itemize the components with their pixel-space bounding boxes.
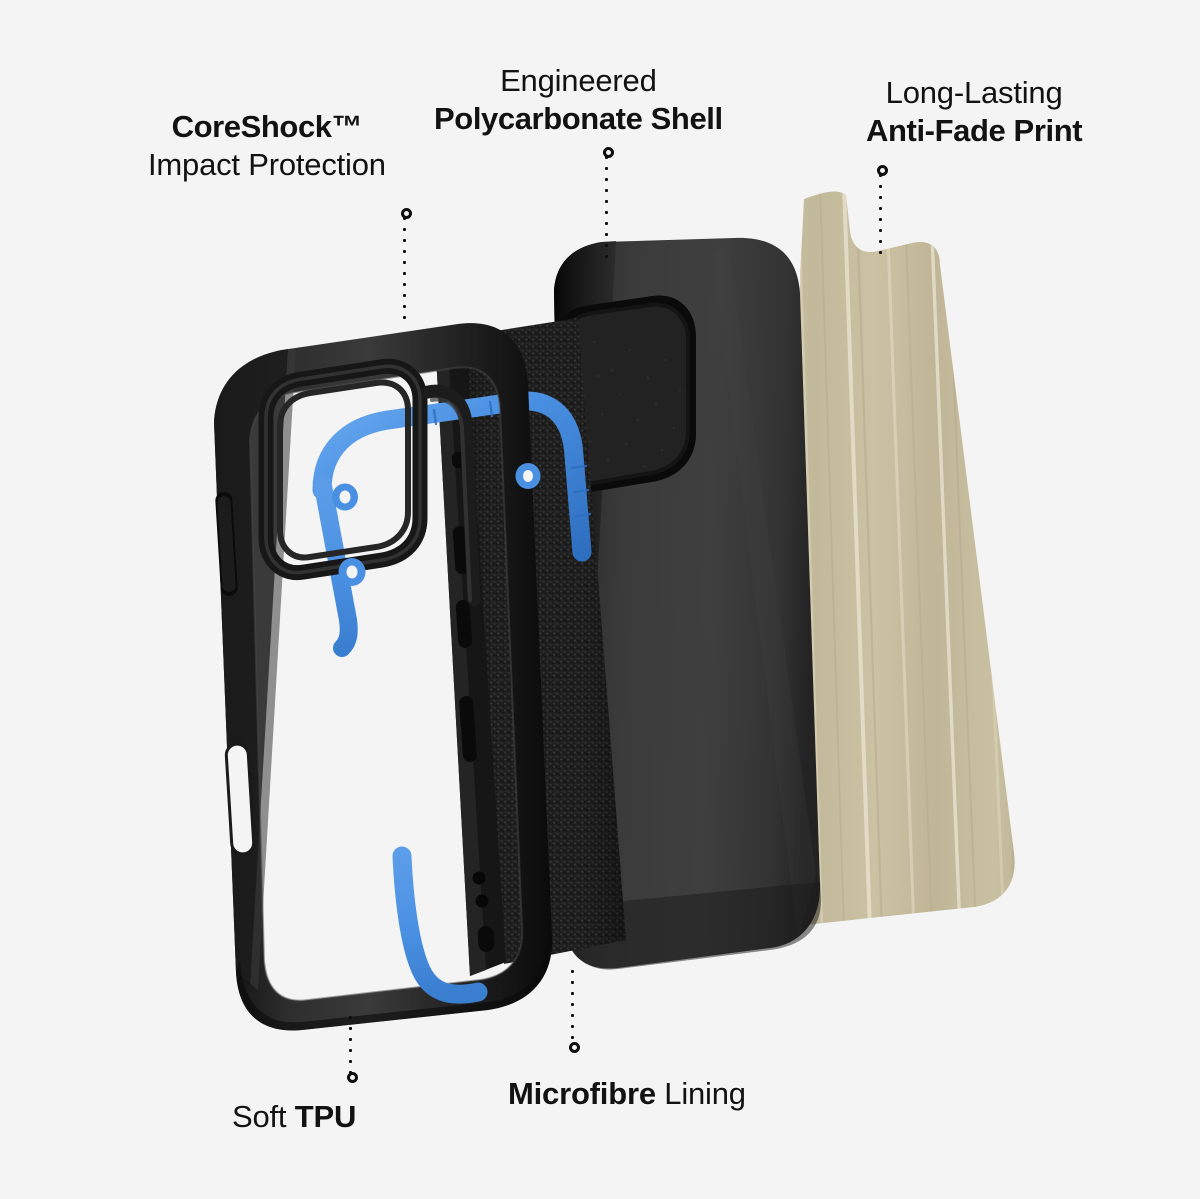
tpu-inner-wall-highlight	[430, 397, 472, 602]
tpu-camera-bezel	[258, 358, 428, 581]
coreshock-blue-rail-top	[312, 391, 592, 562]
callout-antifade-line2: Anti-Fade Print	[866, 112, 1083, 148]
lining-rail-highlight	[436, 350, 486, 976]
leader-endpoint-ring	[569, 1042, 580, 1053]
leader-dots	[879, 170, 882, 262]
callout-polycarbonate: Engineered Polycarbonate Shell	[434, 62, 723, 138]
leader-endpoint-ring	[347, 1072, 358, 1083]
callout-coreshock-line2: Impact Protection	[148, 146, 386, 182]
tpu-bottom-shading	[236, 936, 553, 1031]
leader-line-microfibre	[569, 966, 580, 1053]
callout-microfibre: Microfibre Lining	[508, 1075, 746, 1113]
callout-polycarbonate-line1: Engineered	[500, 63, 657, 98]
callout-antifade-line1: Long-Lasting	[885, 75, 1063, 110]
leader-line-tpu	[347, 1012, 358, 1083]
leader-endpoint-ring	[603, 147, 614, 158]
leader-dots	[349, 1012, 352, 1078]
callout-polycarbonate-line2: Polycarbonate Shell	[434, 100, 723, 136]
leader-line-coreshock	[401, 208, 412, 321]
callout-antifade: Long-Lasting Anti-Fade Print	[866, 74, 1083, 150]
leader-endpoint-ring	[877, 165, 888, 176]
tpu-button-cutouts	[215, 492, 256, 856]
callout-microfibre-bold: Microfibre	[508, 1076, 656, 1111]
callout-coreshock-line1: CoreShock™	[171, 109, 363, 144]
callout-tpu: Soft TPU	[232, 1098, 356, 1136]
leader-line-antifade	[877, 165, 888, 262]
callout-coreshock: CoreShock™ Impact Protection	[148, 108, 386, 184]
callout-microfibre-regular: Lining	[655, 1076, 746, 1111]
tpu-inner-wall	[421, 384, 481, 607]
lining-port-slot	[477, 926, 495, 952]
leader-endpoint-ring	[401, 208, 412, 219]
leader-dots	[605, 152, 608, 262]
lining-speaker-holes	[472, 871, 489, 908]
tpu-frame-layer	[196, 300, 616, 1031]
leader-dots	[571, 966, 574, 1048]
coreshock-blue-arm-left	[314, 477, 358, 657]
leader-line-polycarbonate	[603, 147, 614, 262]
callout-tpu-regular: Soft	[232, 1099, 295, 1134]
coreshock-grommet-rings	[332, 463, 541, 586]
leader-dots	[403, 213, 406, 321]
coreshock-blue-rail-bottom	[392, 846, 488, 1004]
callout-tpu-bold: TPU	[294, 1099, 357, 1134]
